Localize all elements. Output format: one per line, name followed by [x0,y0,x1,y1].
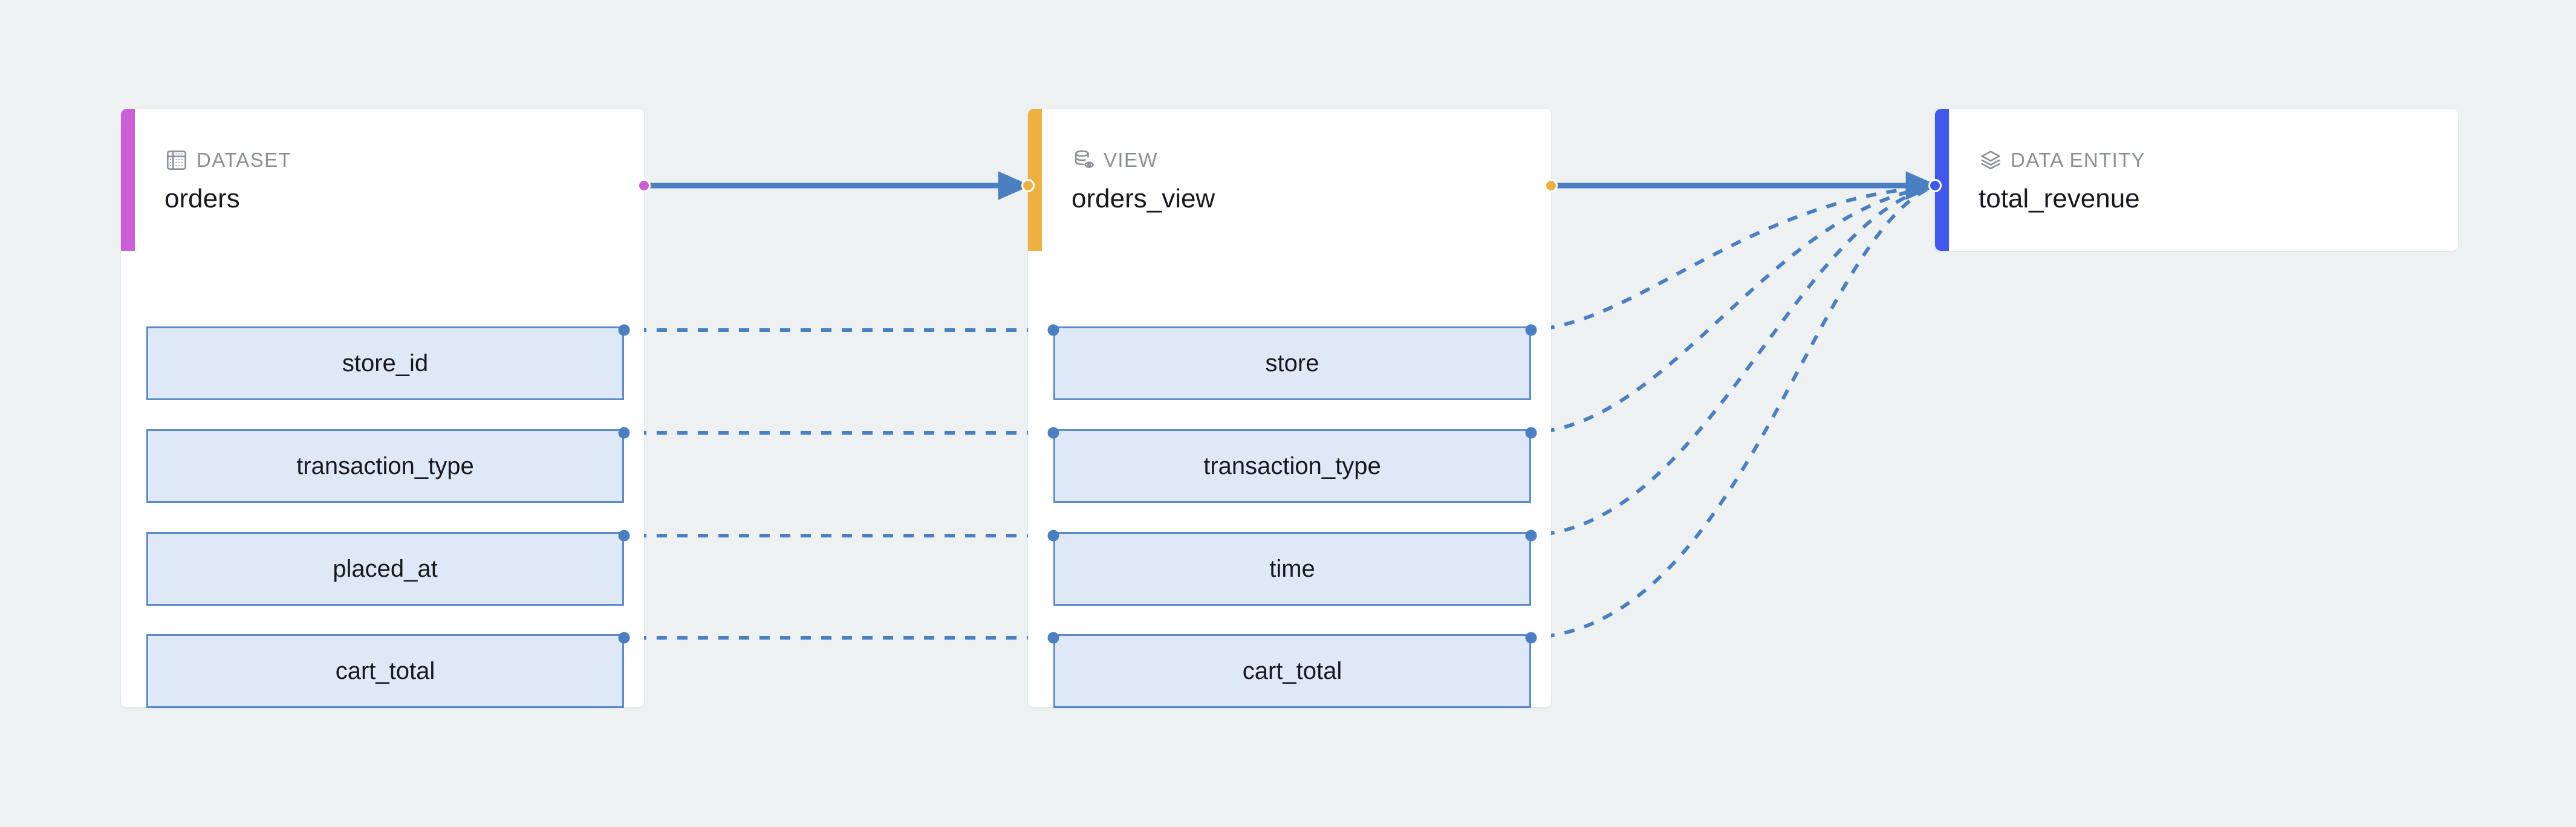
field-label: cart_total [1242,658,1342,684]
field-row[interactable]: store_id [146,326,624,400]
field-row[interactable]: placed_at [146,532,624,606]
field-row[interactable]: cart_total [1053,634,1531,708]
node-kind-label: DATASET [197,148,292,171]
field-label: time [1269,556,1315,582]
edge-view-cart-total-to-total-revenue[interactable] [1523,185,1934,640]
field-target-handle[interactable] [1047,632,1059,644]
node-title: orders [164,183,240,213]
accent-stripe-view [1028,109,1042,251]
node-dataset-orders[interactable]: DATASET orders store_id transaction_type… [121,109,651,708]
node-target-handle[interactable] [1928,179,1942,192]
node-target-handle[interactable] [1021,179,1035,192]
field-row[interactable]: store [1053,326,1531,400]
database-eye-icon [1072,148,1096,172]
node-title: orders_view [1072,183,1215,213]
accent-stripe-dataset [121,109,135,251]
node-body: store transaction_type time cart_total [1028,251,1551,708]
field-source-handle[interactable] [1525,427,1537,439]
table-icon [164,148,189,172]
node-header: VIEW orders_view [1028,109,1551,251]
node-title: total_revenue [1979,183,2140,213]
field-label: transaction_type [1203,453,1381,479]
field-row[interactable]: time [1053,532,1531,606]
node-view-orders-view[interactable]: VIEW orders_view store transaction_type … [1021,109,1558,708]
field-label: cart_total [335,658,435,684]
field-label: store_id [342,350,429,377]
layers-icon [1979,148,2003,172]
field-label: transaction_type [296,453,474,479]
field-source-handle[interactable] [618,324,630,336]
field-target-handle[interactable] [1047,427,1059,439]
edge-time-to-total-revenue[interactable] [1523,185,1933,537]
edge-view-transaction-type-to-total-revenue[interactable] [1523,185,1933,435]
field-source-handle[interactable] [1525,530,1537,542]
field-target-handle[interactable] [1047,324,1059,336]
node-body: store_id transaction_type placed_at cart… [121,251,644,708]
node-source-handle[interactable] [1544,179,1558,192]
field-row[interactable]: cart_total [146,634,624,708]
field-source-handle[interactable] [1525,324,1537,336]
node-header: DATA ENTITY total_revenue [1935,109,2458,251]
field-source-handle[interactable] [618,427,630,439]
node-kind-label: DATA ENTITY [2011,148,2146,171]
field-target-handle[interactable] [1047,530,1059,542]
node-header: DATASET orders [121,109,644,251]
field-row[interactable]: transaction_type [1053,429,1531,503]
field-row[interactable]: transaction_type [146,429,624,503]
node-data-entity-total-revenue[interactable]: DATA ENTITY total_revenue [1928,109,2458,251]
node-kind-label: VIEW [1104,148,1158,171]
node-source-handle[interactable] [637,179,651,192]
field-label: placed_at [333,556,438,582]
accent-stripe-data-entity [1935,109,1949,251]
field-source-handle[interactable] [618,530,630,542]
field-source-handle[interactable] [1525,632,1537,644]
edge-store-to-total-revenue[interactable] [1523,185,1933,332]
field-source-handle[interactable] [618,632,630,644]
field-label: store [1265,350,1319,377]
